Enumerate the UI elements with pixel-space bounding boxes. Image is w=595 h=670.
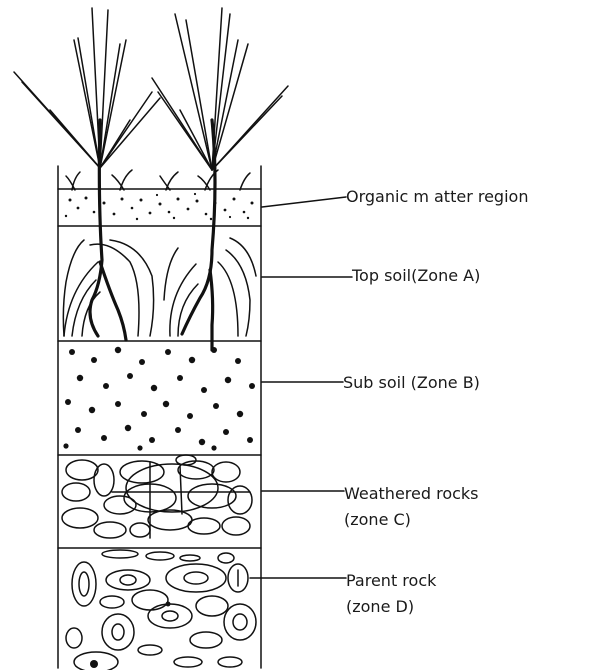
label-parent-rock: Parent rock: [346, 569, 436, 593]
weathered-rock-fragments: [62, 455, 252, 538]
label-sub-soil: Sub soil (Zone B): [343, 371, 480, 395]
label-weathered-rocks-zone: (zone C): [344, 508, 411, 532]
plant-1-leaves: [14, 8, 160, 168]
label-organic-matter-region: Organic m atter region: [346, 185, 528, 209]
label-weathered-rocks: Weathered rocks: [344, 482, 479, 506]
grass-tufts: [66, 170, 250, 190]
label-parent-rock-zone: (zone D): [346, 595, 414, 619]
leader-organic: [262, 197, 346, 207]
subsoil-dots: [63, 347, 255, 451]
label-top-soil: Top soil(Zone A): [352, 264, 480, 288]
parent-rock-fragments: [66, 550, 256, 670]
plant-2-leaves: [152, 8, 288, 170]
organic-layer-texture: [65, 193, 254, 220]
